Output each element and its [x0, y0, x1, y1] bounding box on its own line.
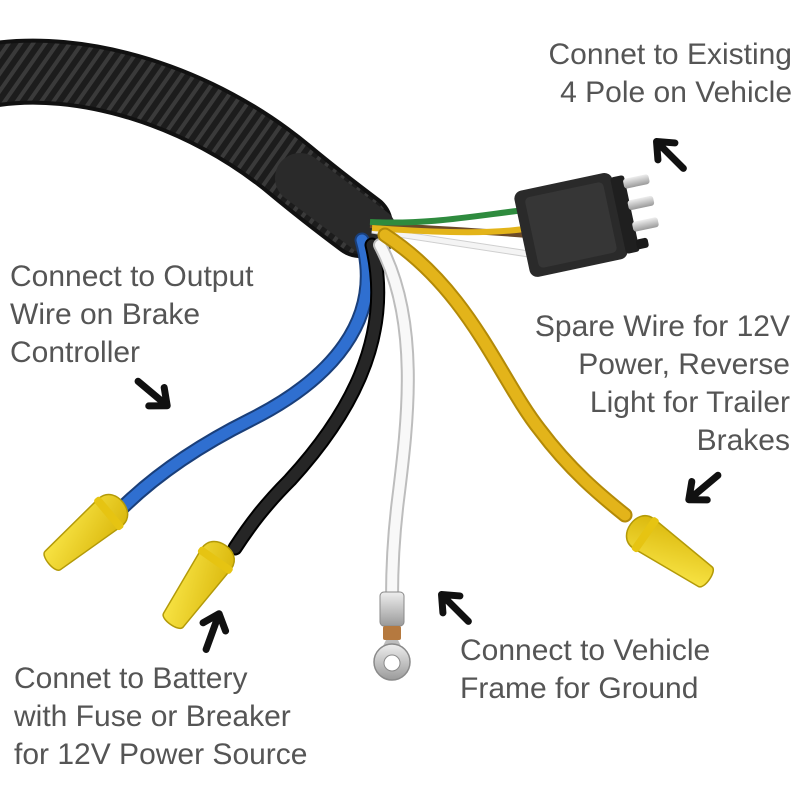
four-pole-plug-icon [514, 173, 659, 277]
arrow-to-blue-wire [134, 377, 171, 410]
ring-terminal [373, 591, 411, 681]
label-brake-controller-output: Connect to Output Wire on Brake Controll… [10, 260, 254, 369]
butt-connector-icon [43, 493, 129, 571]
label-battery: Connet to Battery with Fuse or Breaker f… [14, 662, 308, 771]
arrow-to-yellow-wire [685, 471, 722, 504]
arrow-to-plug [653, 138, 687, 172]
arrow-to-ring-terminal [438, 591, 472, 625]
black-arrow-icon [438, 591, 472, 625]
blue-wire-butt-connector [43, 493, 129, 571]
butt-connector-icon [625, 515, 714, 588]
label-existing-4-pole: Connet to Existing 4 Pole on Vehicle [548, 38, 792, 109]
output-wires [112, 227, 633, 605]
butt-connector-icon [162, 540, 235, 629]
yellow-wire-butt-connector [625, 515, 714, 588]
black-arrow-icon [653, 138, 687, 172]
label-vehicle-ground: Connect to Vehicle Frame for Ground [460, 634, 711, 705]
black-arrow-icon [199, 610, 230, 653]
corrugated-conduit [0, 38, 397, 258]
four-pole-plug [514, 173, 659, 277]
black-wire-butt-connector [162, 540, 235, 629]
black-arrow-icon [134, 377, 171, 410]
ring-terminal-icon [373, 591, 411, 681]
label-spare-wire: Spare Wire for 12V Power, Reverse Light … [534, 310, 790, 457]
black-arrow-icon [685, 471, 722, 504]
arrow-to-black-wire [199, 610, 230, 653]
